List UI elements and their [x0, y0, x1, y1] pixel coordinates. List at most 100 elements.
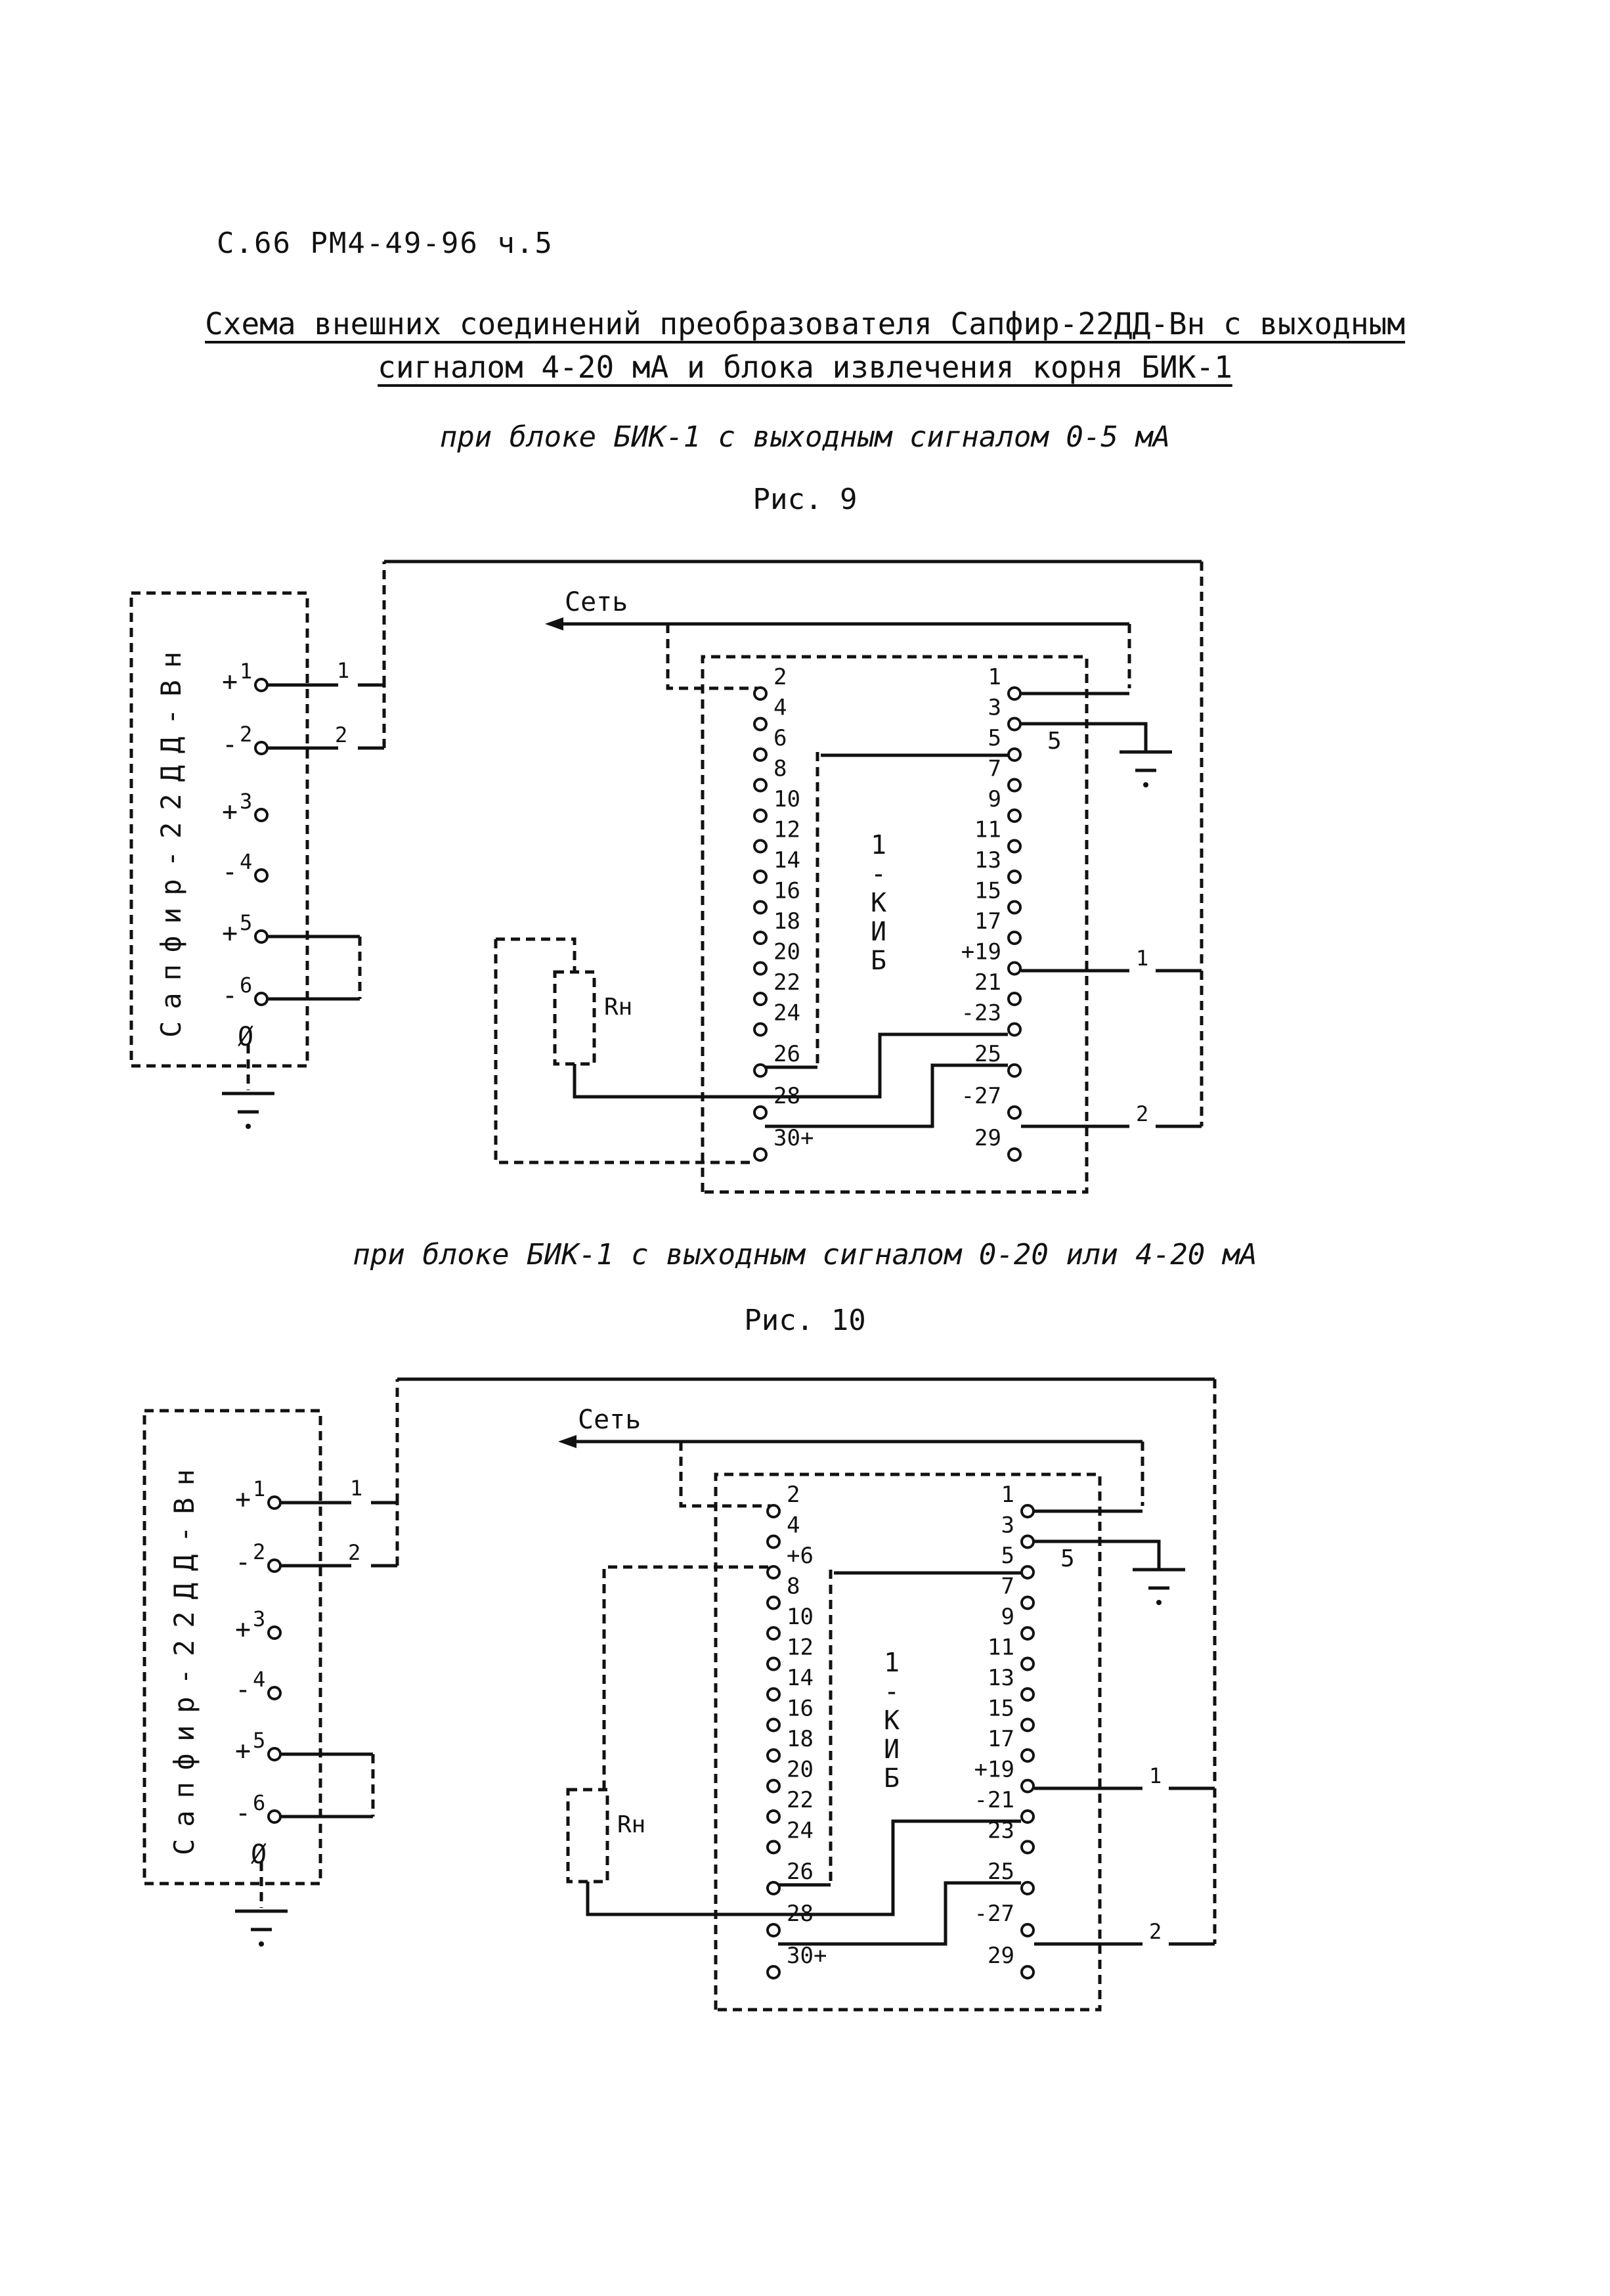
- bik-right-pin-label: 13: [988, 1665, 1014, 1691]
- bik-right-pin: [1007, 900, 1022, 915]
- bik-ground-icon: [1120, 750, 1172, 787]
- bik-right-pin: [1020, 1748, 1035, 1763]
- bik-right-pin: [1007, 931, 1022, 945]
- sensor-box: [129, 591, 309, 1068]
- wire-label-out-2: 2: [1136, 1101, 1148, 1126]
- bik-right-pin: [1007, 1063, 1022, 1078]
- bik-right-pin-label: 7: [988, 756, 1001, 782]
- bik-left-pin-label: 12: [773, 817, 800, 843]
- sensor-name: Сапфир-22ДД-Вн: [168, 1457, 200, 1855]
- bik-left-pin-label: 4: [773, 695, 787, 721]
- bik-left-pin-label: 8: [787, 1574, 800, 1600]
- pin6-to-load: [602, 1565, 768, 1790]
- bik-right-pin-label: 1: [1001, 1482, 1014, 1508]
- bik-right-pin: [1020, 1881, 1035, 1895]
- bik-left-pin-label: 10: [787, 1604, 814, 1630]
- bik-left-pin: [753, 1147, 768, 1162]
- bik-left-pin: [753, 717, 768, 732]
- bik-left-pin: [753, 1063, 768, 1078]
- bik-right-pin-label: 1: [988, 664, 1001, 690]
- sensor-terminal-pin: [254, 868, 269, 883]
- bik-right-pin: [1007, 1022, 1022, 1037]
- bik-left-pin-label: 16: [773, 878, 800, 904]
- bik-name-char: Б: [884, 1763, 900, 1794]
- figure-9-caption: Рис. 9: [752, 483, 858, 516]
- bik-left-pin-label: 22: [787, 1787, 814, 1813]
- bik-right-pin-label: 15: [988, 1696, 1014, 1722]
- ground-icon: [235, 1909, 288, 1947]
- load-to-pin23: [573, 1032, 1008, 1099]
- bik-right-pin-label: 11: [988, 1635, 1014, 1661]
- bik-right-pin: [1020, 1565, 1035, 1579]
- bik-right-pin: [1007, 778, 1022, 793]
- ground-icon: [222, 1092, 274, 1129]
- figure-10-diagram: Сапфир-22ДД-Вн+1-2+3-4+5-6Ø12Сеть24+6810…: [142, 1377, 1217, 2012]
- sensor-terminal-ground-label: Ø: [238, 1022, 253, 1052]
- bik-right-pin: [1007, 839, 1022, 854]
- bik-left-pin: [766, 1717, 781, 1733]
- pin28-to-pin25: [778, 1881, 1021, 1946]
- network-label: Сеть: [578, 1405, 641, 1435]
- bik-left-pin: [753, 1022, 768, 1037]
- bik-right-pin-label: 3: [1001, 1512, 1014, 1539]
- bik-name-char: -: [871, 859, 886, 889]
- bik-left-pin: [766, 1881, 781, 1895]
- bik-left-pin: [766, 1840, 781, 1855]
- ground-dot: [259, 1941, 264, 1947]
- bik-left-pin-label: 22: [773, 969, 800, 996]
- bik-left-pin: [753, 747, 768, 762]
- ground-dot: [1143, 782, 1148, 787]
- bik-left-pin-label: 10: [773, 786, 800, 812]
- bik-left-pin-label: 12: [787, 1635, 814, 1661]
- bik-left-pin-label: 18: [787, 1726, 814, 1752]
- bik-right-pin: [1020, 1595, 1035, 1610]
- sensor-terminal-pin: [254, 741, 269, 755]
- bik-right-pin-label: 9: [988, 786, 1001, 812]
- bik-right-pin-label: -27: [974, 1901, 1014, 1927]
- bik-left-pin-label: 20: [773, 939, 800, 965]
- title-line-2-text: сигналом 4-20 мА и блока извлечения корн…: [378, 349, 1232, 385]
- bik-right-pin-label: +19: [961, 939, 1001, 965]
- bik-right-pin-label: -23: [961, 1000, 1001, 1027]
- sensor-terminal-sign: +: [235, 1736, 251, 1766]
- load-resistor: [553, 970, 596, 1066]
- bik-name-char: К: [871, 888, 886, 918]
- sensor-terminal-sign: -: [222, 730, 238, 760]
- sensor-terminal-sign: -: [222, 857, 238, 887]
- sensor-terminal-sign: +: [222, 797, 238, 827]
- bik-right-pin-label: 9: [1001, 1604, 1014, 1630]
- sensor-terminal-label: 2: [253, 1539, 265, 1564]
- bik-right-pin-label: 29: [988, 1943, 1014, 1969]
- wire-label-out-1: 1: [1149, 1763, 1162, 1788]
- bik-name-char: 1: [884, 1648, 900, 1678]
- wire-label-sensor-2: 2: [348, 1540, 360, 1565]
- bik-right-pin: [1020, 1717, 1035, 1733]
- sensor-terminal-sign: -: [235, 1675, 251, 1705]
- sensor-terminal-pin: [267, 1558, 282, 1573]
- load-left-loop: [494, 939, 755, 1164]
- arrow-left-icon: [558, 1435, 577, 1448]
- bik-left-pin-label: 2: [773, 664, 787, 690]
- bik-right-pin: [1020, 1656, 1035, 1671]
- bik-left-pin: [766, 1534, 781, 1549]
- bik-right-pin-label: 21: [974, 969, 1001, 996]
- ground-dot: [246, 1124, 251, 1129]
- sensor-box: [142, 1409, 322, 1886]
- bik-left-pin: [753, 1105, 768, 1120]
- sensor-terminal-sign: +: [235, 1484, 251, 1514]
- sensor-terminal-sign: +: [235, 1614, 251, 1645]
- bik-left-pin: [766, 1965, 781, 1979]
- bik-right-pin: [1007, 747, 1022, 762]
- bik-left-pin: [766, 1778, 781, 1794]
- sensor-terminal-ground-label: Ø: [251, 1840, 267, 1870]
- bik-left-pin-label: 18: [773, 908, 800, 935]
- bik-left-pin: [766, 1565, 781, 1579]
- bik-left-pin-label: 6: [773, 725, 787, 751]
- bik-right-pin: [1020, 1965, 1035, 1979]
- bik-right-pin: [1020, 1504, 1035, 1518]
- figure-9-diagram: Сапфир-22ДД-Вн+1-2+3-4+5-6Ø12Сеть2468101…: [129, 560, 1204, 1194]
- sensor-terminal-pin: [267, 1495, 282, 1510]
- bik-right-pin-label: -21: [974, 1787, 1014, 1813]
- sensor-terminal-label: 1: [253, 1476, 265, 1501]
